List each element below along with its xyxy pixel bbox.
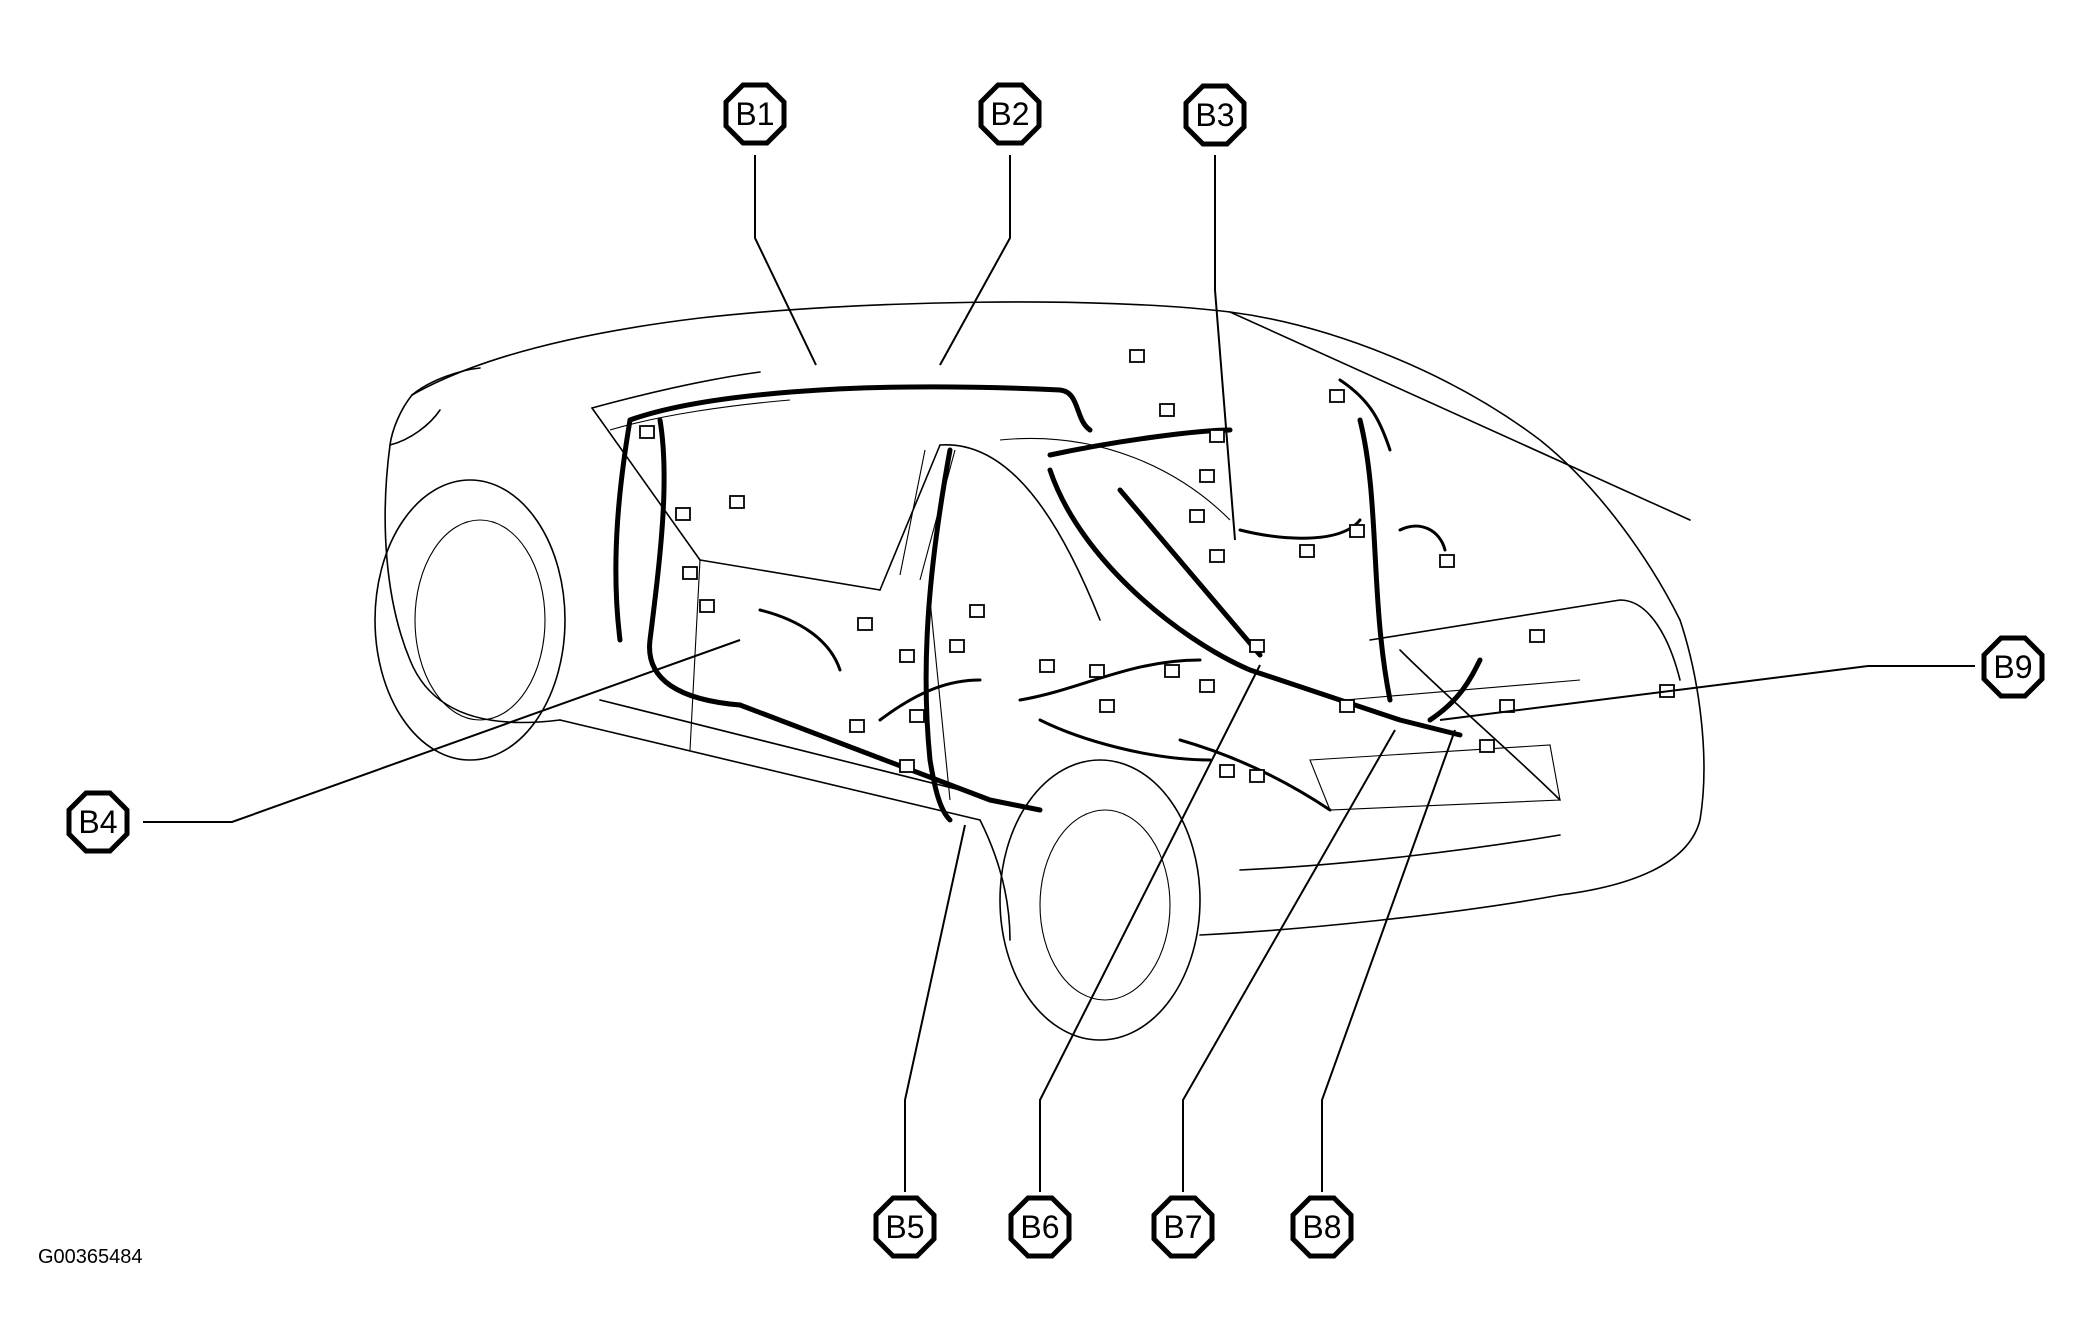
callout-octagon — [723, 82, 787, 146]
connectors — [639, 349, 1675, 783]
callout-label-b6: B6 — [1020, 1209, 1059, 1245]
callout-label-b8: B8 — [1302, 1209, 1341, 1245]
callout-octagon — [1981, 635, 2045, 699]
callout-octagon — [978, 82, 1042, 146]
callout-b6[interactable]: B6 — [1008, 1195, 1072, 1259]
callout-b8[interactable]: B8 — [1290, 1195, 1354, 1259]
callout-label-b1: B1 — [735, 96, 774, 132]
callout-b2[interactable]: B2 — [978, 82, 1042, 146]
wire-harness — [613, 378, 1483, 823]
callout-b1[interactable]: B1 — [723, 82, 787, 146]
callout-octagon — [873, 1195, 937, 1259]
callout-octagon — [1008, 1195, 1072, 1259]
callout-octagon — [1183, 83, 1247, 147]
callout-octagon — [66, 790, 130, 854]
callout-b5[interactable]: B5 — [873, 1195, 937, 1259]
callout-b3[interactable]: B3 — [1183, 83, 1247, 147]
callout-label-b5: B5 — [885, 1209, 924, 1245]
callout-b9[interactable]: B9 — [1981, 635, 2045, 699]
callout-b7[interactable]: B7 — [1151, 1195, 1215, 1259]
leader-lines — [143, 155, 1975, 1192]
callout-label-b9: B9 — [1993, 649, 2032, 685]
callout-label-b4: B4 — [78, 804, 117, 840]
callout-label-b7: B7 — [1163, 1209, 1202, 1245]
callout-label-b3: B3 — [1195, 97, 1234, 133]
figure-id: G00365484 — [38, 1246, 143, 1268]
car-body-outline — [374, 301, 1705, 1041]
callout-label-b2: B2 — [990, 96, 1029, 132]
callout-octagon — [1151, 1195, 1215, 1259]
callout-octagon — [1290, 1195, 1354, 1259]
callout-b4[interactable]: B4 — [66, 790, 130, 854]
